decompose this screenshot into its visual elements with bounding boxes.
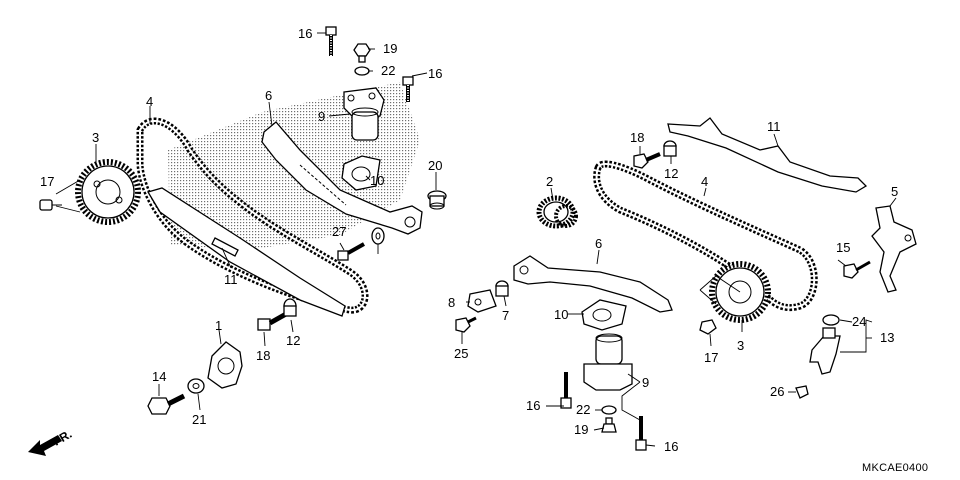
callout-17: 17	[704, 350, 718, 365]
callout-9: 9	[318, 109, 325, 124]
tensioner-arm-left	[261, 121, 423, 235]
washer-22-left	[354, 66, 370, 76]
callout-6: 6	[265, 88, 272, 103]
callout-27: 27	[332, 224, 346, 239]
chain-guide-right	[667, 117, 868, 193]
tensioner-lifter-left	[343, 87, 385, 141]
washer-22-right	[601, 405, 617, 415]
callout-16: 16	[298, 26, 312, 41]
callout-24: 24	[852, 314, 866, 329]
bolt-17-left	[39, 199, 62, 211]
cam-gear	[536, 195, 578, 229]
callout-labels: 1 2 3 3 4 4 5 6 6 7 8 9 9 10 10 11 11 12…	[40, 26, 898, 454]
timing-plate	[207, 341, 243, 389]
bolt-25	[455, 316, 477, 333]
callout-8: 8	[448, 295, 455, 310]
pin-7	[495, 280, 509, 297]
callout-11: 11	[767, 119, 781, 134]
callout-22: 22	[576, 402, 590, 417]
callout-12: 12	[664, 166, 678, 181]
callout-7: 7	[502, 308, 509, 323]
diagram-code: MKCAE0400	[862, 462, 928, 474]
callout-15: 15	[836, 240, 850, 255]
collar-12-right	[663, 140, 677, 157]
callout-19: 19	[383, 41, 397, 56]
callout-26: 26	[770, 384, 784, 399]
plug-20	[427, 190, 447, 210]
bolt-17-right	[699, 319, 717, 335]
plate-8	[467, 289, 497, 313]
washer-23	[371, 227, 385, 245]
callout-20: 20	[428, 158, 442, 173]
callout-21: 21	[192, 412, 206, 427]
leader-lines	[55, 32, 897, 447]
cam-chain-right	[593, 160, 818, 311]
bolt-16-right-a	[560, 372, 572, 409]
bolt-18-left	[257, 311, 288, 331]
tensioner-lifter-right	[583, 333, 633, 391]
bolt-15	[843, 260, 871, 279]
callout-3: 3	[92, 130, 99, 145]
bolt-19-left	[353, 43, 371, 63]
bolt-14	[147, 393, 186, 415]
callout-12: 12	[286, 333, 300, 348]
callout-10: 10	[370, 173, 384, 188]
gasket-10-right	[581, 299, 627, 331]
collar-12-left	[283, 298, 297, 317]
washer-21	[187, 378, 205, 394]
callout-2: 2	[546, 174, 553, 189]
cam-sprocket-left	[75, 159, 141, 225]
bolt-26	[795, 385, 809, 399]
callout-16: 16	[428, 66, 442, 81]
chain-guide-left	[147, 187, 346, 317]
gasket-10-left	[341, 155, 381, 191]
callout-17: 17	[40, 174, 54, 189]
cam-sensor	[809, 327, 841, 375]
callout-22: 22	[381, 63, 395, 78]
tensioner-arm-right	[513, 255, 673, 313]
bolt-19-right	[601, 417, 617, 433]
callout-9: 9	[642, 375, 649, 390]
callout-16: 16	[664, 439, 678, 454]
callout-6: 6	[595, 236, 602, 251]
callout-16: 16	[526, 398, 540, 413]
callout-3: 3	[737, 338, 744, 353]
bolt-16-side-left	[402, 76, 414, 102]
sensor-bracket	[871, 205, 917, 293]
o-ring-24	[822, 314, 840, 326]
callout-4: 4	[701, 174, 708, 189]
callout-5: 5	[891, 184, 898, 199]
bolt-18-right	[633, 152, 661, 169]
bolt-27	[337, 242, 365, 261]
callout-19: 19	[574, 422, 588, 437]
bolt-16-top-left	[325, 26, 337, 56]
callout-13: 13	[880, 330, 894, 345]
bolt-16-right-b	[635, 416, 647, 451]
callout-10: 10	[554, 307, 568, 322]
front-direction-arrow: FR.	[28, 427, 74, 456]
callout-1: 1	[215, 318, 222, 333]
callout-25: 25	[454, 346, 468, 361]
callout-18: 18	[256, 348, 270, 363]
callout-4: 4	[146, 94, 153, 109]
callout-11: 11	[224, 272, 238, 287]
cam-chain-left	[136, 117, 369, 314]
callout-14: 14	[152, 369, 166, 384]
callout-18: 18	[630, 130, 644, 145]
